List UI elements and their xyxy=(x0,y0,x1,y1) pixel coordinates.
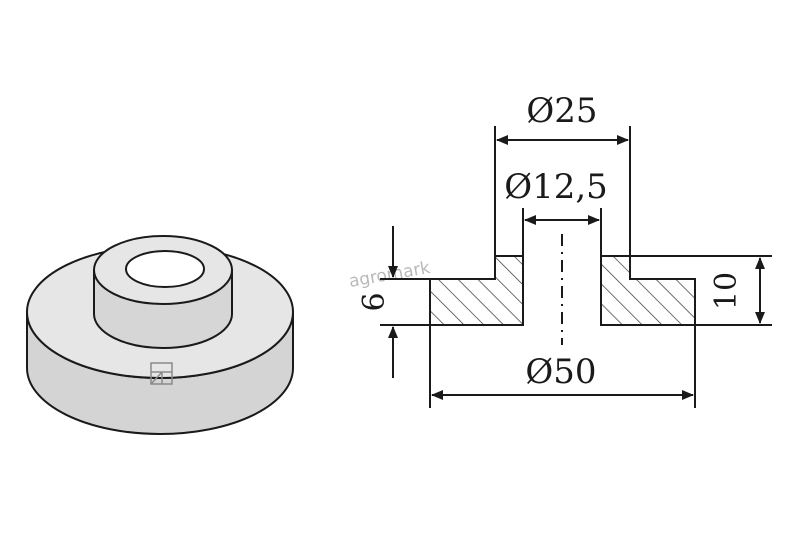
dim-text-outer-top: Ø25 xyxy=(526,91,597,131)
dimension-lines xyxy=(380,126,772,408)
dim-text-height: 10 xyxy=(709,272,744,310)
section-right-half xyxy=(600,255,696,326)
section-left-half xyxy=(429,255,524,326)
section-view xyxy=(429,234,696,345)
dim-text-thickness: 6 xyxy=(357,292,392,311)
isometric-washer-view xyxy=(26,235,294,435)
dim-text-bore: Ø12,5 xyxy=(504,167,608,207)
dim-text-base: Ø50 xyxy=(525,352,596,392)
watermark-text: agromark xyxy=(347,258,431,292)
logo-mark-icon xyxy=(150,362,173,385)
washer-bore xyxy=(125,250,205,288)
